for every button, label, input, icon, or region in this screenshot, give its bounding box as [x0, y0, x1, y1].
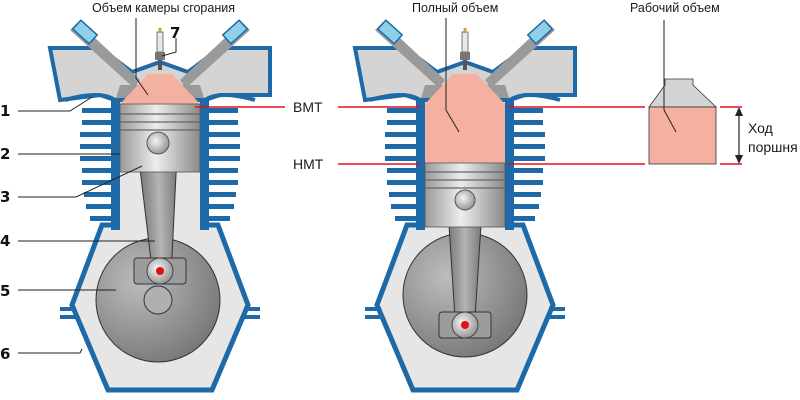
label-working-volume: Рабочий объем [630, 1, 720, 15]
leader-1 [18, 96, 93, 112]
callout-2: 2 [0, 145, 10, 163]
leader-total [445, 18, 460, 133]
callout-6: 6 [0, 345, 10, 363]
engine-left [50, 20, 270, 390]
engine-center [355, 20, 575, 390]
leader-7 [161, 38, 177, 57]
leader-3 [18, 165, 143, 198]
callout-3: 3 [0, 188, 10, 206]
callout-1: 1 [0, 102, 10, 120]
label-bdc: НМТ [293, 156, 324, 172]
label-tdc: ВМТ [293, 99, 323, 115]
label-total-volume: Полный объем [412, 1, 498, 15]
label-stroke-line1: Ход [748, 120, 773, 136]
combustion-chamber-volume [120, 74, 200, 104]
leader-6 [18, 348, 83, 354]
callout-5: 5 [0, 282, 10, 300]
working-volume-schematic [648, 20, 743, 165]
label-combustion-chamber-volume: Объем камеры сгорания [92, 1, 235, 15]
leader-combustion [135, 18, 149, 96]
total-volume-region [425, 74, 505, 163]
working-volume-block [648, 106, 717, 165]
callout-7: 7 [170, 24, 180, 42]
label-stroke-line2: поршня [748, 139, 798, 155]
callout-4: 4 [0, 232, 10, 250]
